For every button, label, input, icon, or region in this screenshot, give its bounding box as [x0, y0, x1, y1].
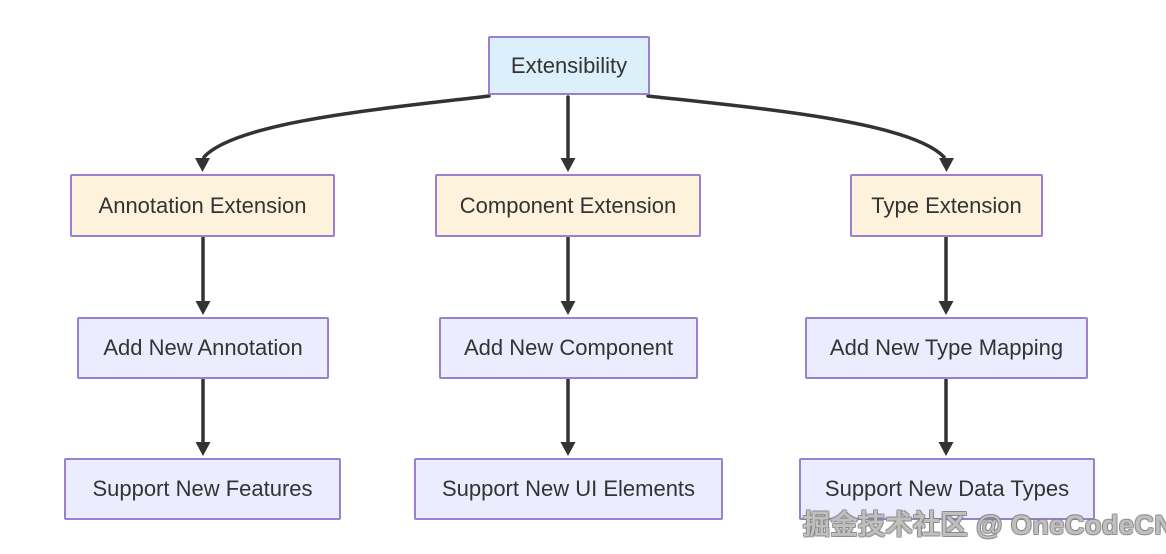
arrowhead-add-component	[560, 301, 576, 315]
node-extensibility: Extensibility	[488, 36, 650, 95]
node-component-extension: Component Extension	[435, 174, 701, 237]
arrowhead-add-annotation	[195, 301, 211, 315]
arrowhead-annotation-extension	[195, 158, 210, 172]
node-annotation-extension: Annotation Extension	[70, 174, 335, 237]
arrowhead-support-features	[195, 442, 211, 456]
node-type-extension: Type Extension	[850, 174, 1043, 237]
node-support-new-features: Support New Features	[64, 458, 341, 520]
arrowhead-component-extension	[560, 158, 576, 172]
arrowhead-type-extension	[939, 158, 954, 172]
edge-root-to-annotation-extension	[202, 94, 491, 159]
node-support-new-ui-elements: Support New UI Elements	[414, 458, 723, 520]
node-add-new-component: Add New Component	[439, 317, 698, 379]
edge-root-to-type-extension	[646, 94, 946, 159]
node-add-new-annotation: Add New Annotation	[77, 317, 329, 379]
arrowhead-support-data-types	[938, 442, 954, 456]
arrowhead-add-type-mapping	[938, 301, 954, 315]
arrowhead-support-ui	[560, 442, 576, 456]
node-support-new-data-types: Support New Data Types	[799, 458, 1095, 520]
node-add-new-type-mapping: Add New Type Mapping	[805, 317, 1088, 379]
